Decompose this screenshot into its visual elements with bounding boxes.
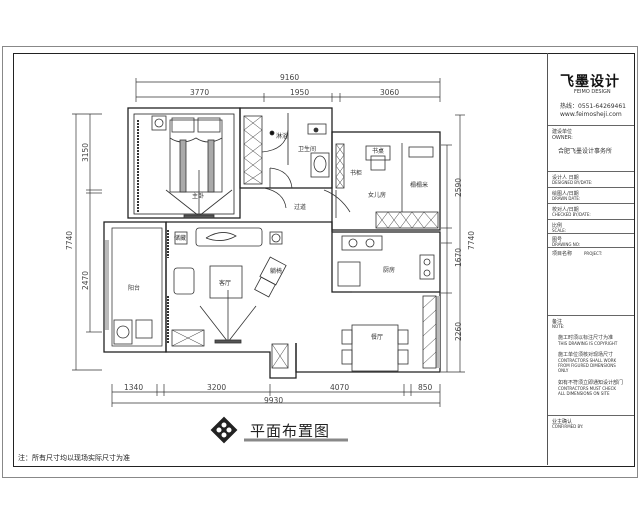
dim-top-1: 3770 — [190, 88, 210, 97]
note1-en: THIS DRAWING IS COPYRIGHT — [558, 341, 618, 346]
dim-top-total: 9160 — [280, 73, 300, 82]
room-kitchen: 厨房 — [383, 267, 396, 274]
drawing-no-label: 图号 — [552, 237, 563, 243]
room-dining: 餐厅 — [371, 334, 384, 341]
notes-label-en: NOTE: — [552, 324, 565, 329]
room-bookcase: 书柜 — [350, 170, 363, 177]
drawing-outer-border — [2, 46, 638, 478]
room-storage: 储藏 — [174, 235, 187, 242]
title-block: 飞墨设计 FEIMO DESIGN 热线：0551-64269461 www.f… — [547, 53, 634, 465]
drawn-label: 绘图人/日期 — [552, 191, 579, 197]
note3-en-1: CONTRACTORS MUST CHECK — [558, 386, 617, 391]
brand-en: FEIMO DESIGN — [574, 89, 611, 95]
note2-en-1: CONTRACTORS SHALL WORK — [558, 358, 617, 363]
drawing-no-label-en: DRAWING NO: — [552, 242, 581, 247]
note3-cn: 如有不符须立即通知设计部门 — [558, 380, 624, 386]
note2-en-3: ONLY — [558, 368, 569, 373]
project-label: 项目名称 — [552, 251, 573, 257]
drawing-inner-border — [13, 53, 635, 467]
note2-en-2: FROM FIGURED DIMENSIONS — [558, 363, 616, 368]
designer-label: 设计人 日期 — [552, 175, 579, 181]
dim-bottom-3: 4070 — [330, 383, 350, 392]
dim-left-1: 3150 — [81, 142, 91, 163]
room-lounge-chair: 躺椅 — [270, 268, 283, 275]
footnote: 注：所有尺寸均以现场实际尺寸为准 — [18, 454, 130, 462]
brand-name: 飞墨设计 — [560, 74, 620, 90]
phone: 热线：0551-64269461 — [560, 103, 626, 110]
room-corridor: 过道 — [294, 204, 307, 211]
client-label: 建设单位 — [552, 129, 573, 135]
client-value: 合肥飞墨设计事务所 — [558, 148, 613, 155]
room-tatami-bed: 榻榻米 — [410, 182, 429, 189]
room-shower: 淋浴 — [276, 133, 289, 140]
website: www.feimosheji.com — [560, 111, 622, 118]
drawn-label-en: DRAWN DATE: — [552, 196, 581, 201]
dim-top-2: 1950 — [290, 88, 310, 97]
room-study-desk: 书桌 — [372, 148, 385, 155]
dim-bottom-2: 3200 — [207, 383, 227, 392]
checked-label-en: CHECKED BY/DATE: — [552, 212, 591, 217]
note3-en-2: ALL DIMENSIONS ON SITE — [558, 391, 610, 396]
dim-left-2: 2470 — [81, 270, 91, 291]
scale-label: 比例 — [552, 223, 563, 229]
notes-label: 备注 — [552, 319, 563, 325]
note1-cn: 施工时须以标注尺寸为准 — [558, 335, 614, 341]
room-living: 客厅 — [219, 280, 232, 287]
confirm-label-en: CONFIRMED BY: — [552, 424, 584, 429]
dim-top-3: 3060 — [380, 88, 400, 97]
dim-bottom-total: 9930 — [264, 396, 284, 405]
dim-bottom-4: 850 — [418, 383, 433, 392]
room-girls-room: 女儿房 — [368, 192, 387, 199]
room-master-bedroom: 主卧 — [192, 193, 205, 200]
dim-right-1: 2590 — [454, 177, 464, 198]
room-bathroom: 卫生间 — [298, 146, 317, 153]
note2-cn: 施工单位须核对现场尺寸 — [558, 352, 614, 358]
dim-right-total: 7740 — [467, 230, 477, 251]
client-label-en: OWNER: — [552, 135, 573, 141]
scale-label-en: SCALE: — [552, 228, 567, 233]
project-label-en: PROJECT: — [584, 251, 603, 256]
dim-left-total: 7740 — [65, 230, 75, 251]
dim-right-3: 2260 — [454, 321, 464, 342]
room-balcony: 阳台 — [128, 285, 141, 292]
dim-bottom-1: 1340 — [124, 383, 144, 392]
designer-label-en: DESIGNED BY/DATE: — [552, 180, 593, 185]
dim-right-2: 1670 — [454, 247, 464, 268]
confirm-label: 业主确认 — [552, 419, 573, 425]
plan-title: 平面布置图 — [250, 422, 331, 440]
checked-label: 校对人/日期 — [552, 207, 579, 213]
